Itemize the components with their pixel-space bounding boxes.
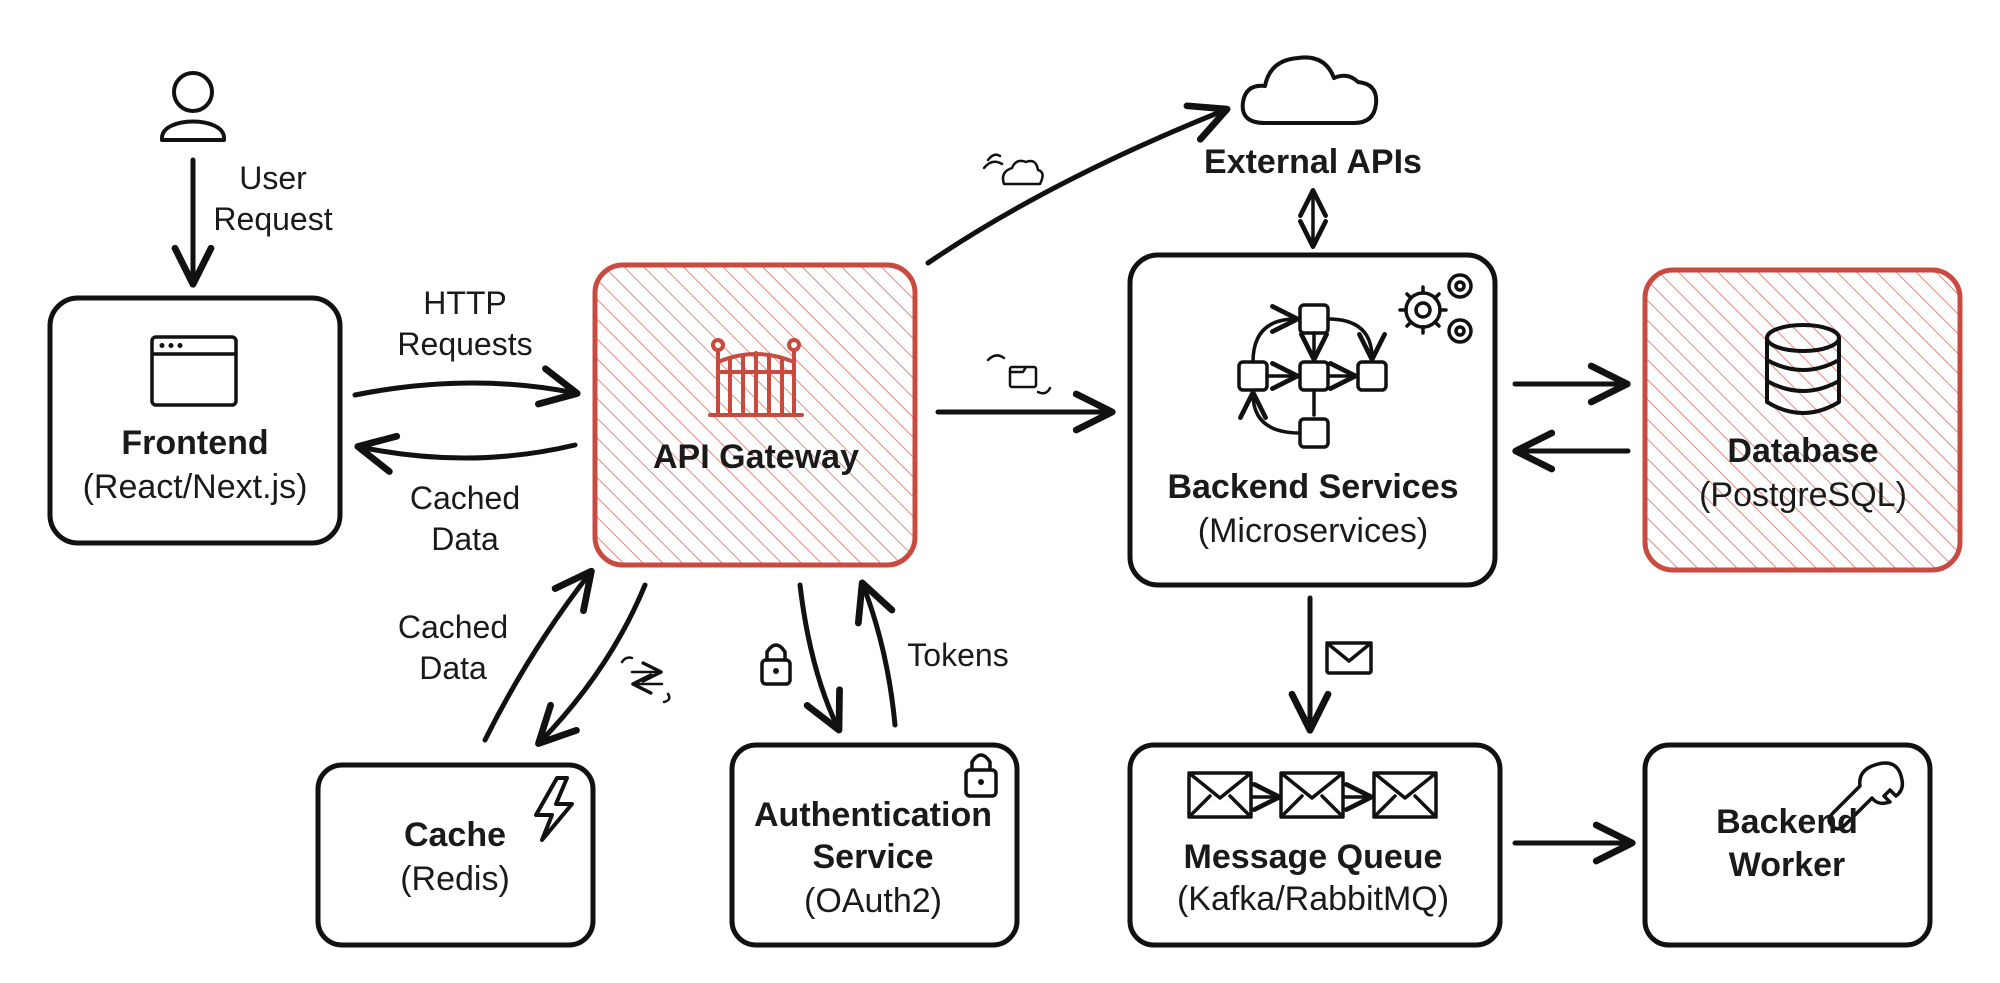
http-requests-arrow xyxy=(352,365,581,408)
http-requests-label-line2: Requests xyxy=(397,326,532,362)
api-gateway-title: API Gateway xyxy=(653,438,859,476)
backend-worker-title-line2: Worker xyxy=(1729,846,1846,884)
envelope-icon xyxy=(1325,641,1373,675)
cache-node[interactable]: Cache (Redis) xyxy=(315,762,596,948)
user-icon xyxy=(160,71,226,142)
cached-data-top-label-line2: Data xyxy=(431,521,499,557)
user-request-label-line2: Request xyxy=(213,201,332,237)
http-requests-label-line1: HTTP xyxy=(423,285,507,321)
auth-service-node[interactable]: Authentication Service (OAuth2) xyxy=(729,742,1020,948)
auth-service-title-line1: Authentication xyxy=(754,796,992,834)
database-node[interactable]: Database (PostgreSQL) xyxy=(1642,267,1963,573)
envelope-icon xyxy=(1372,771,1438,819)
message-queue-title: Message Queue xyxy=(1184,838,1443,876)
lock-icon xyxy=(760,643,792,686)
frontend-node[interactable]: Frontend (React/Next.js) xyxy=(47,295,343,546)
lightning-icon xyxy=(534,776,574,842)
cache-subtitle: (Redis) xyxy=(400,860,510,898)
auth-tokens-arrow xyxy=(854,579,898,728)
cloud-icon xyxy=(1240,55,1379,125)
frontend-subtitle: (React/Next.js) xyxy=(83,468,308,506)
cached-data-cache-label-line1: Cached xyxy=(398,609,508,645)
cache-title: Cache xyxy=(404,816,506,854)
auth-service-subtitle: (OAuth2) xyxy=(804,882,942,920)
backend-services-node[interactable]: Backend Services (Microservices) xyxy=(1127,252,1498,588)
message-queue-node[interactable]: Message Queue (Kafka/RabbitMQ) xyxy=(1127,742,1503,948)
api-gateway-node[interactable]: API Gateway xyxy=(592,262,918,568)
gears-icon xyxy=(1398,273,1473,344)
cache-to-gateway-arrow xyxy=(482,567,595,743)
gateway-to-auth-arrow xyxy=(797,582,843,734)
lock-icon xyxy=(964,753,998,798)
backend-services-title: Backend Services xyxy=(1167,468,1458,506)
envelope-icon xyxy=(1187,771,1253,819)
wrench-icon xyxy=(1827,761,1905,831)
gateway-to-cache-arrow xyxy=(535,582,648,747)
backend-worker-title-line1: Backend xyxy=(1716,803,1858,841)
message-queue-subtitle: (Kafka/RabbitMQ) xyxy=(1177,880,1449,918)
cached-data-return-arrow xyxy=(354,432,578,475)
tokens-label: Tokens xyxy=(907,637,1008,673)
external-apis-node[interactable]: External APIs xyxy=(1204,55,1422,181)
database-icon xyxy=(1765,323,1841,415)
external-apis-title: External APIs xyxy=(1204,143,1422,181)
browser-window-icon xyxy=(150,335,238,407)
swap-icon xyxy=(620,656,671,704)
backend-worker-node[interactable]: Backend Worker xyxy=(1642,742,1933,948)
user-request-label-line1: User xyxy=(239,160,307,196)
workflow-icon xyxy=(1237,303,1388,449)
backend-services-subtitle: (Microservices) xyxy=(1198,512,1428,550)
cloud-signal-icon xyxy=(982,153,1044,186)
cached-data-top-label-line1: Cached xyxy=(410,480,520,516)
database-title: Database xyxy=(1727,432,1878,470)
packet-signal-icon xyxy=(986,354,1052,395)
cached-data-cache-label-line2: Data xyxy=(419,650,487,686)
gateway-to-external-arrow xyxy=(925,102,1231,266)
envelope-icon xyxy=(1279,771,1345,819)
gate-icon xyxy=(708,338,804,417)
auth-service-title-line2: Service xyxy=(813,838,934,876)
frontend-title: Frontend xyxy=(121,424,268,462)
database-subtitle: (PostgreSQL) xyxy=(1699,476,1907,514)
